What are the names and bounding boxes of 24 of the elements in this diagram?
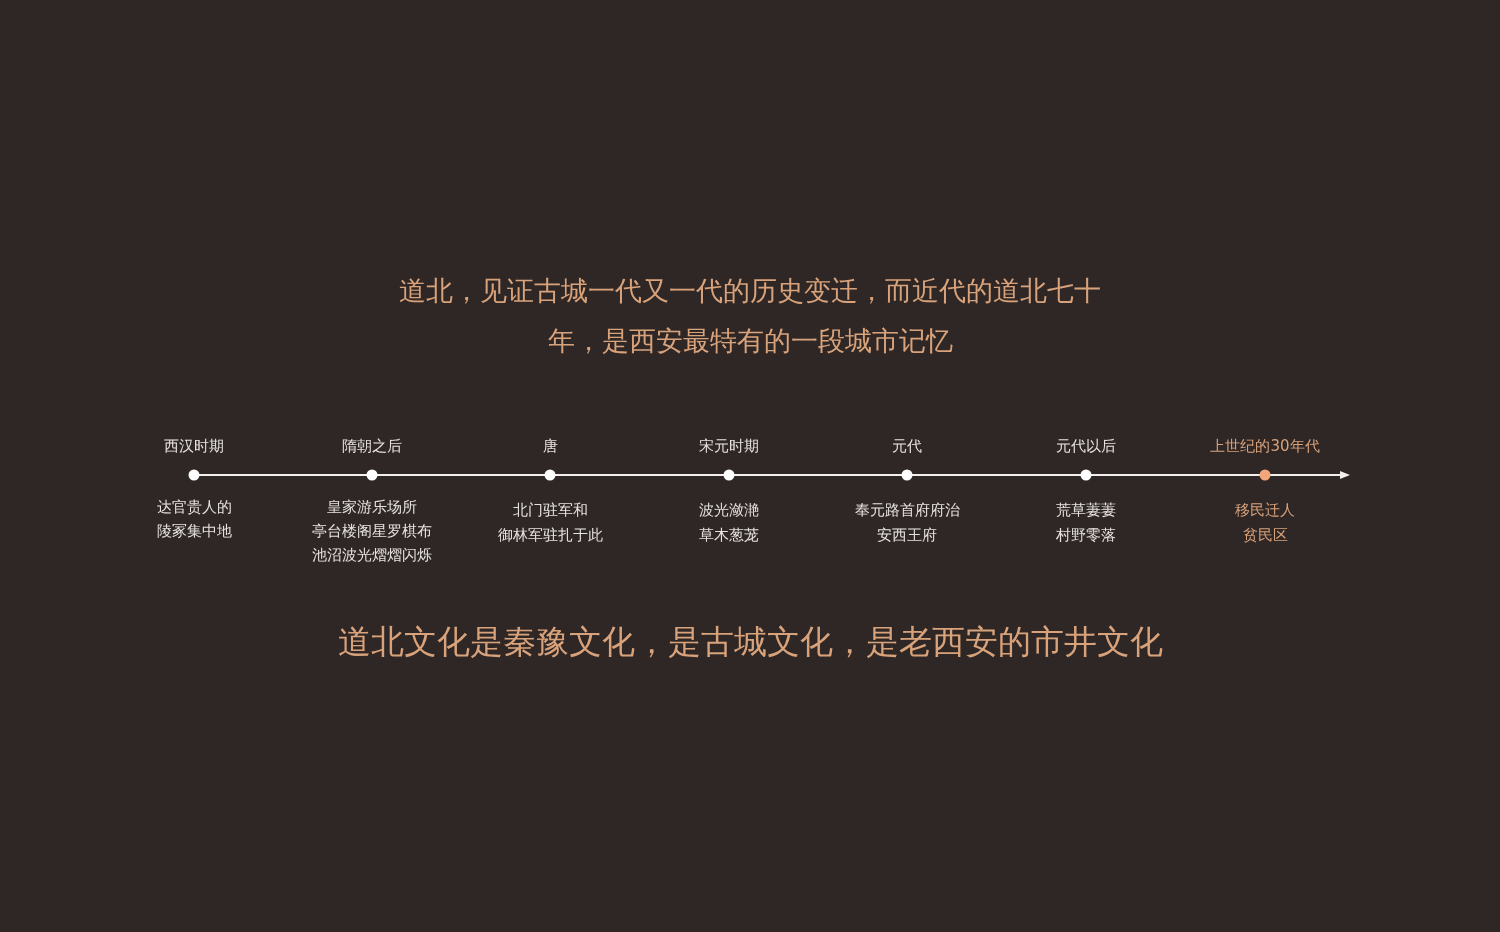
period-label: 宋元时期 [699,437,759,456]
event-description: 池沼波光熠熠闪烁 [312,546,432,565]
event-description: 亭台楼阁星罗棋布 [312,522,432,541]
event-description: 草木葱茏 [699,526,759,545]
event-description: 皇家游乐场所 [327,498,417,517]
event-description: 移民迁人 [1235,501,1295,520]
event-description: 北门驻军和 [512,501,588,520]
event-description: 御林军驻扎于此 [497,526,603,545]
caption-text: 道北文化是秦豫文化，是古城文化，是老西安的市井文化 [336,621,1164,663]
period-label: 元代 [892,437,922,456]
event-description: 村野零落 [1056,526,1116,545]
period-label: 唐 [542,437,558,456]
event-description: 荒草萋萋 [1056,501,1116,520]
period-label: 西汉时期 [164,437,224,456]
headline-text: 道北，见证古城一代又一代的历史变迁，而近代的道北七十年，是西安最特有的一段城市记忆 [398,274,1102,358]
event-description: 贫民区 [1242,526,1288,545]
event-description: 达官贵人的 [156,498,232,517]
event-description: 奉元路首府府治 [854,501,960,520]
period-label: 上世纪的30年代 [1210,437,1320,456]
event-description: 陵冢集中地 [156,522,232,541]
event-description: 安西王府 [877,526,937,545]
period-label: 元代以后 [1056,437,1116,456]
event-description: 波光潋滟 [699,501,759,520]
period-label: 隋朝之后 [342,437,402,456]
